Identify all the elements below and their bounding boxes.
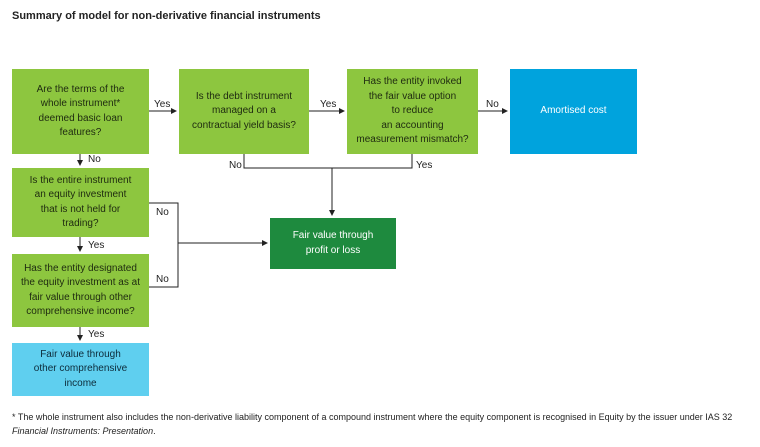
node-basic-loan: Are the terms of the whole instrument* d… (12, 69, 149, 154)
label-yield-basis-no: No (229, 160, 242, 171)
label-basic-loan-yes: Yes (154, 99, 171, 110)
label-yield-basis-yes: Yes (320, 99, 337, 110)
label-designated-no: No (156, 274, 169, 285)
footnote: * The whole instrument also includes the… (12, 411, 752, 438)
node-fvoci-text: Fair value through other comprehensive i… (33, 348, 128, 389)
footnote-text: * The whole instrument also includes the… (12, 412, 733, 422)
node-fvpl-text: Fair value through profit or loss (292, 230, 374, 256)
label-equity-no: No (156, 207, 169, 218)
node-designated-oci: Has the entity designated the equity inv… (12, 254, 149, 327)
node-equity-investment-text: Is the entire instrument an equity inves… (29, 174, 132, 230)
node-yield-basis: Is the debt instrument managed on a cont… (179, 69, 309, 154)
edge-designated-no (149, 243, 179, 288)
node-fv-option: Has the entity invoked the fair value op… (347, 69, 478, 154)
node-yield-basis-text: Is the debt instrument managed on a cont… (192, 90, 296, 131)
node-equity-investment: Is the entire instrument an equity inves… (12, 168, 149, 237)
label-equity-yes: Yes (88, 240, 105, 251)
node-fvpl: Fair value through profit or loss (270, 218, 396, 269)
node-amortised-cost-text: Amortised cost (540, 105, 607, 117)
node-designated-oci-text: Has the entity designated the equity inv… (21, 262, 140, 318)
edge-yield-basis-no (243, 154, 332, 169)
label-fv-option-yes: Yes (416, 160, 433, 171)
node-amortised-cost: Amortised cost (510, 69, 637, 154)
footnote-standard-title: Financial Instruments: Presentation (12, 425, 154, 436)
edge-equity-no (149, 202, 179, 243)
footnote-end: . (153, 425, 156, 436)
label-designated-yes: Yes (88, 329, 105, 340)
node-fvoci: Fair value through other comprehensive i… (12, 343, 149, 396)
node-basic-loan-text: Are the terms of the whole instrument* d… (36, 83, 125, 139)
label-fv-option-no: No (486, 99, 499, 110)
diagram-title: Summary of model for non-derivative fina… (12, 10, 321, 22)
label-basic-loan-no: No (88, 154, 101, 165)
edge-fv-option-yes (332, 154, 413, 169)
node-fv-option-text: Has the entity invoked the fair value op… (356, 76, 469, 146)
